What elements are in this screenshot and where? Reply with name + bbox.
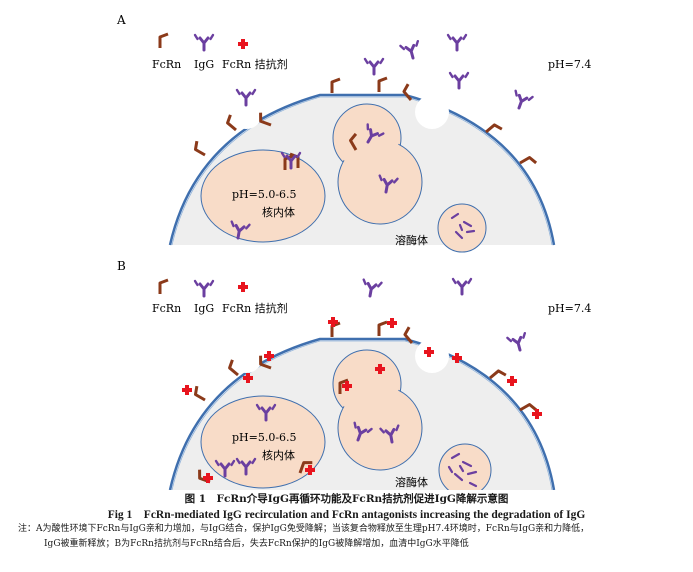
igg-molecule [451,277,473,296]
panel-b: B FcRn IgG FcRn 拮抗剂 pH=7.4 pH=5.0-6.5 核内… [117,259,591,490]
ph-outside-label: pH=7.4 [548,58,591,71]
igg-molecule [446,33,468,52]
legend-igg-label: IgG [194,58,214,71]
legend-antagonist-icon [238,39,248,49]
igg-molecule [363,57,385,76]
ph-outside-label: pH=7.4 [548,302,591,315]
fcrn-antagonist-complex [518,401,542,419]
igg-fragments [450,212,476,240]
igg-molecule [448,71,470,90]
panel-letter: B [117,259,126,273]
endosome: pH=5.0-6.5 核内体 [200,149,326,243]
legend-fcrn-label: FcRn [152,58,181,71]
igg-molecule [359,278,383,300]
igg-molecule [505,331,531,354]
fcrn-igg-complex [280,151,302,172]
fcrn-receptor [191,139,211,157]
legend-fcrn-icon [158,32,170,50]
legend-antagonist-label: FcRn 拮抗剂 [222,301,288,315]
igg-fragments [447,452,478,488]
fcrn-antagonist-complex [328,317,342,339]
legend-fcrn-icon [158,278,170,296]
figure-note-line1: 注：A为酸性环境下FcRn与IgG亲和力增加，与IgG结合，保护IgG免受降解；… [18,524,590,534]
endosome-label: 核内体 [262,448,295,462]
lysosome: 溶酶体 [395,443,492,490]
panel-letter: A [116,13,126,27]
legend-igg-icon [193,33,215,52]
sorting-vesicle [332,103,423,225]
igg-molecule [509,89,535,113]
legend-igg-label: IgG [194,302,214,315]
legend-antagonist-label: FcRn 拮抗剂 [222,57,288,71]
figure-caption-cn: 图 1 FcRn介导IgG再循环功能及FcRn拮抗剂促进IgG降解示意图 [184,493,509,505]
legend-fcrn-label: FcRn [152,302,181,315]
fcrn-receptor [377,76,389,94]
ph-endosome-label: pH=5.0-6.5 [232,188,297,201]
endosome-label: 核内体 [262,205,295,219]
figure-note-line2: IgG被重新释放；B为FcRn拮抗剂与FcRn结合后，失去FcRn保护的IgG被… [44,539,469,549]
igg-molecule [398,39,424,62]
figure-diagram: A FcRn IgG FcRn 拮抗剂 pH=7.4 pH=5.0-6.5 核内… [116,13,591,490]
fcrn-receptor [484,121,504,140]
legend-antagonist-icon [238,282,248,292]
fcrn-antagonist-complex [377,318,397,338]
lysosome-label: 溶酶体 [395,233,428,247]
fcrn-receptor [330,77,342,95]
ph-endosome-label: pH=5.0-6.5 [232,431,297,444]
panel-a: A FcRn IgG FcRn 拮抗剂 pH=7.4 pH=5.0-6.5 核内… [116,13,591,253]
figure-caption-en: Fig 1 FcRn-mediated IgG recirculation an… [107,509,586,521]
lysosome-label: 溶酶体 [395,475,428,489]
legend-igg-icon [193,279,215,298]
fcrn-antagonist-complex [182,384,211,402]
